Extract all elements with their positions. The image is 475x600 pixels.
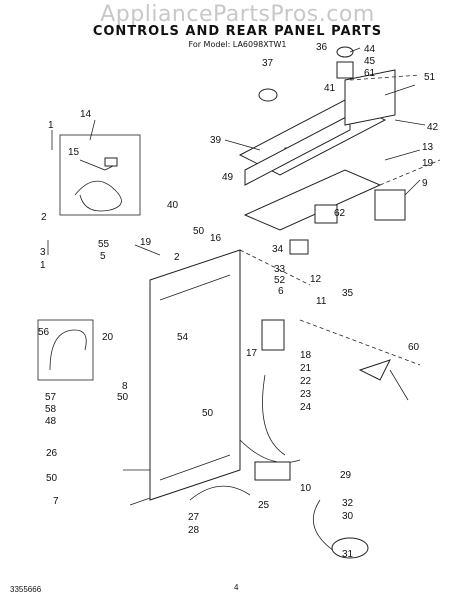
callout: 2 — [41, 212, 47, 223]
hose-kit-box — [59, 134, 141, 216]
callout: 14 — [80, 109, 92, 120]
cord-plug — [79, 159, 116, 171]
callout: 25 — [258, 500, 270, 511]
callout: 24 — [300, 402, 312, 413]
callout: 23 — [300, 389, 312, 400]
callout: 54 — [177, 332, 189, 343]
callout: 49 — [222, 172, 234, 183]
callout: 36 — [316, 42, 328, 53]
console-lower-edge — [244, 114, 351, 186]
diagram-title: CONTROLS AND REAR PANEL PARTS — [92, 24, 383, 39]
callout: 3 — [40, 247, 46, 258]
pump-assembly — [331, 537, 369, 559]
callout: 18 — [300, 350, 312, 361]
switch-bracket-41 — [344, 69, 396, 126]
callout: 20 — [102, 332, 114, 343]
callout: 50 — [117, 392, 129, 403]
pump-29 — [254, 461, 291, 481]
callout: 60 — [408, 342, 420, 353]
callout: 44 — [364, 44, 376, 55]
callout: 61 — [364, 68, 376, 79]
watermark-text: AppliancePartsPros.com — [100, 2, 375, 27]
callout: 40 — [167, 200, 179, 211]
plug-body — [104, 157, 118, 167]
page-number: 4 — [234, 583, 239, 592]
callout: 62 — [334, 208, 346, 219]
callout: 34 — [272, 244, 284, 255]
callout: 7 — [53, 496, 59, 507]
callout: 58 — [45, 404, 57, 415]
callout: 21 — [300, 363, 312, 374]
callout: 10 — [300, 483, 312, 494]
callout: 19 — [140, 237, 152, 248]
drain-hose-coil — [49, 329, 87, 371]
callout: 56 — [38, 327, 50, 338]
callout: 29 — [340, 470, 352, 481]
callout: 26 — [46, 448, 58, 459]
callout: 57 — [45, 392, 57, 403]
callout: 9 — [422, 178, 428, 189]
callout: 52 — [274, 275, 286, 286]
callout: 5 — [100, 251, 106, 262]
rear-panel — [149, 249, 241, 501]
bracket-60 — [358, 359, 391, 381]
knob-37 — [258, 88, 278, 102]
control-housing — [243, 169, 382, 231]
callout: 22 — [300, 376, 312, 387]
callout: 31 — [342, 549, 354, 560]
hose-28 — [189, 485, 251, 501]
callout: 37 — [262, 58, 274, 69]
timer-9 — [374, 189, 406, 221]
callout: 16 — [210, 233, 222, 244]
callout: 1 — [40, 260, 46, 271]
callout: 45 — [364, 56, 376, 67]
callout: 17 — [246, 348, 258, 359]
callout: 48 — [45, 416, 57, 427]
model-subtitle: For Model: LA6098XTW1 — [188, 40, 287, 49]
drain-hose-box — [37, 319, 94, 381]
callout: 8 — [122, 381, 128, 392]
callout: 35 — [342, 288, 354, 299]
callout: 28 — [188, 525, 200, 536]
callout: 1 — [48, 120, 54, 131]
callout: 55 — [98, 239, 110, 250]
switch-62 — [314, 204, 338, 224]
power-cord-coil — [74, 180, 122, 212]
callout: 32 — [342, 498, 354, 509]
document-number: 3355666 — [10, 585, 42, 594]
callout: 15 — [68, 147, 80, 158]
callout: 33 — [274, 264, 286, 275]
hose-24 — [239, 439, 301, 463]
callout: 39 — [210, 135, 222, 146]
callout: 27 — [188, 512, 200, 523]
callout: 50 — [193, 226, 205, 237]
knob-45 — [336, 61, 354, 79]
switch-34 — [289, 239, 309, 255]
callout: 6 — [278, 286, 284, 297]
callout: 50 — [46, 473, 58, 484]
callout: 11 — [316, 296, 327, 307]
knob-44 — [336, 46, 354, 58]
hose-22 — [262, 374, 286, 456]
callout: 19 — [422, 158, 434, 169]
callout: 13 — [422, 142, 434, 153]
water-valve-17 — [261, 319, 285, 351]
callout: 2 — [174, 252, 180, 263]
callout: 42 — [427, 122, 439, 133]
callout: 51 — [424, 72, 436, 83]
callout: 41 — [324, 83, 336, 94]
callout: 12 — [310, 274, 322, 285]
callout: 30 — [342, 511, 354, 522]
callout: 50 — [202, 408, 214, 419]
